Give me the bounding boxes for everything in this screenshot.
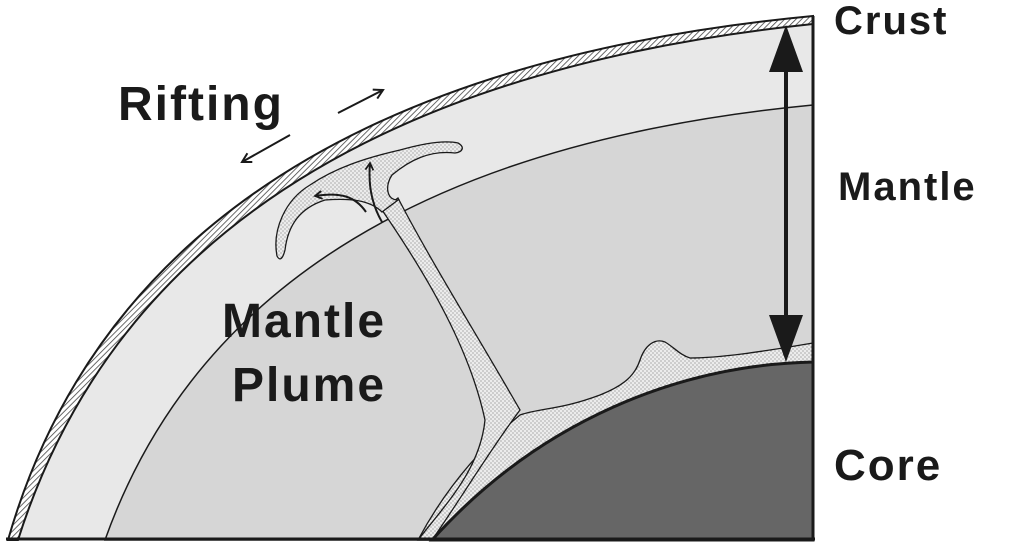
mantle-thickness-arrow [769, 25, 803, 362]
plume-flow-arrow-up [364, 161, 383, 223]
plume-head [275, 141, 463, 260]
label-mantle-plume-line1: Mantle [222, 295, 386, 348]
core-region [428, 360, 815, 542]
label-core: Core [834, 441, 942, 490]
plume-flow-arrow-left [313, 190, 367, 213]
label-rifting: Rifting [118, 78, 284, 131]
plume-stem [381, 197, 521, 541]
label-mantle-plume-line2: Plume [232, 359, 386, 412]
label-crust: Crust [834, 0, 948, 43]
rifting-arrow-left [242, 134, 291, 162]
rifting-arrow-right [337, 90, 383, 114]
label-mantle: Mantle [838, 165, 977, 209]
